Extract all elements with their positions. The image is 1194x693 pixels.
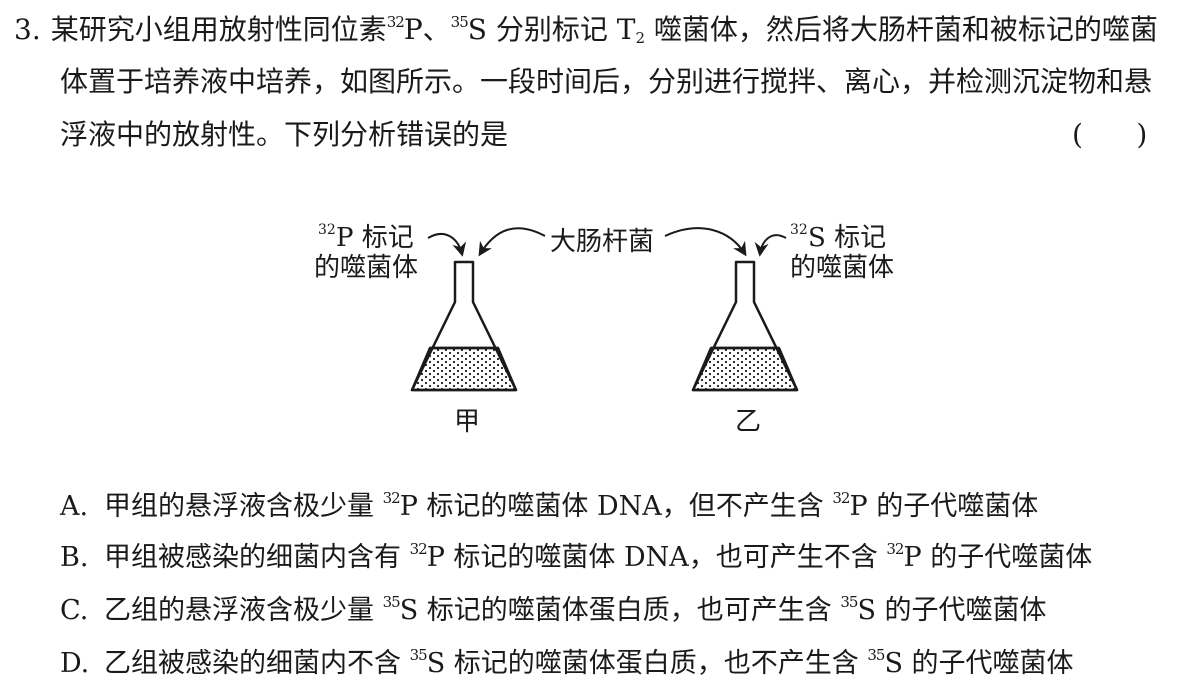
flask-right	[691, 260, 799, 392]
question-line-2: 体置于培养液中培养，如图所示。一段时间后，分别进行搅拌、离心，并检测沉淀物和悬	[60, 65, 1153, 98]
left-phage-label: 32 P 标记 的噬菌体	[314, 222, 418, 283]
question-line-3: 浮液中的放射性。下列分析错误的是	[60, 118, 509, 151]
flask-left	[410, 260, 518, 392]
question-number: 3.	[14, 13, 41, 46]
flask-left-label: 甲	[454, 407, 480, 437]
culture-liquid-right	[691, 346, 799, 392]
arrow-ecoli-to-left-flask	[478, 227, 546, 257]
arrow-left-label-to-flask	[427, 233, 467, 257]
arrow-ecoli-to-right-flask	[664, 227, 747, 257]
svg-text:32: 32	[790, 222, 808, 238]
flask-right-label: 乙	[735, 407, 761, 437]
svg-text:的噬菌体: 的噬菌体	[790, 253, 894, 283]
option-b[interactable]: B.甲组被感染的细菌内含有 32P 标记的噬菌体 DNA，也可产生不含 32P …	[60, 540, 1093, 574]
svg-text:的噬菌体: 的噬菌体	[314, 253, 418, 283]
ecoli-label: 大肠杆菌	[550, 227, 654, 257]
experiment-figure: 32 P 标记 的噬菌体 大肠杆菌 32 S 标记 的噬菌体 甲	[314, 222, 894, 437]
option-d[interactable]: D.乙组被感染的细菌内不含 35S 标记的噬菌体蛋白质，也不产生含 35S 的子…	[60, 646, 1074, 680]
culture-liquid-left	[410, 346, 518, 392]
option-c[interactable]: C.乙组的悬浮液含极少量 35S 标记的噬菌体蛋白质，也可产生含 35S 的子代…	[60, 593, 1047, 627]
right-phage-label: 32 S 标记 的噬菌体	[790, 222, 894, 283]
question-line-1: 3.某研究小组用放射性同位素32P、35S 分别标记 T2 噬菌体，然后将大肠杆…	[14, 13, 1158, 47]
svg-text:32: 32	[318, 222, 336, 238]
option-a[interactable]: A.甲组的悬浮液含极少量 32P 标记的噬菌体 DNA，但不产生含 32P 的子…	[60, 489, 1039, 523]
svg-text:P 标记: P 标记	[336, 223, 414, 253]
answer-blank[interactable]: ( )	[1072, 118, 1148, 151]
svg-text:S 标记: S 标记	[808, 223, 886, 253]
arrow-right-label-to-flask	[754, 234, 787, 257]
